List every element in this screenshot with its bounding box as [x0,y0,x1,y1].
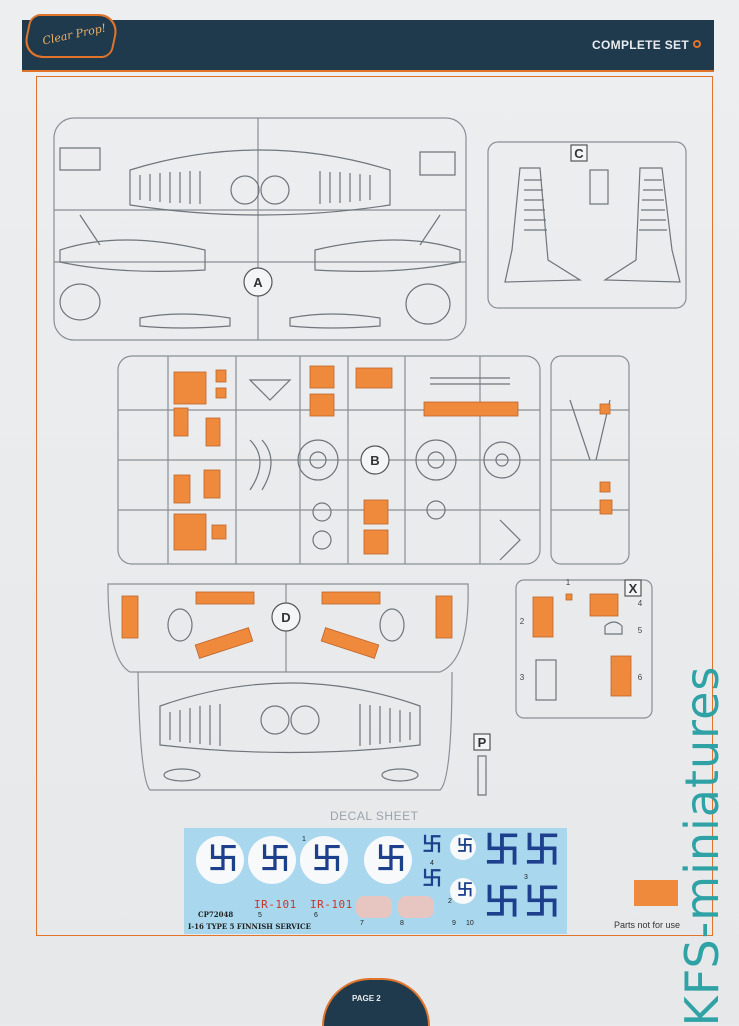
watermark-text: KFS-miniatures [675,665,729,1026]
swastika-icon: 卐 [312,842,342,877]
decal-registration: IR-101 [310,898,353,911]
page-title: COMPLETE SET [592,38,689,52]
decal-roundel: 卐 [196,836,244,884]
decal-number: 9 [452,920,456,927]
x-part-number: 5 [638,626,643,635]
x-part-number: 4 [638,599,643,608]
sprue-a-fuselage-halves [59,214,461,272]
decal-small-tail-marking: 卐 [422,832,442,856]
sprue-label-d: D [281,610,290,625]
page-number: PAGE 2 [352,994,381,1003]
sprue-x-frame [515,579,653,719]
decal-sheet: 卐 卐 卐 卐 1 2 3 4 5 6 7 8 9 10 卐 卐 卐 卐 卐 卐… [184,828,567,934]
unused-parts-swatch [634,880,678,906]
content-frame [36,76,713,936]
sprue-label-p: P [478,735,487,750]
decal-roundel: 卐 [364,836,412,884]
decal-stencil-panel [356,896,392,918]
watermark: KFS-miniatures [675,666,729,1026]
sprue-label-a: A [253,275,263,290]
sprue-label-x: X [629,581,638,596]
swastika-icon: 卐 [457,836,474,855]
header-bar [22,20,714,72]
decal-roundel: 卐 [248,836,296,884]
decal-tail-marking: 卐 [524,882,561,923]
sprue-label-b: B [370,453,379,468]
x-part-number: 1 [566,578,571,587]
decal-number: 10 [466,920,474,927]
decal-number: 6 [314,912,318,919]
sprue-a-frame [53,117,467,341]
decal-number: 7 [360,920,364,927]
swastika-icon: 卐 [376,842,406,877]
sprue-a-lower-parts [59,147,456,329]
unused-parts-b [173,365,613,555]
decal-number: 8 [400,920,404,927]
swastika-icon: 卐 [457,880,474,899]
decal-stencil-panel [398,896,434,918]
sprue-label-c: C [574,146,584,161]
decal-tail-marking: 卐 [524,830,561,871]
decal-number: 3 [524,874,528,881]
decal-tail-marking: 卐 [484,882,521,923]
header-dot-icon [693,40,701,48]
decal-tail-marking: 卐 [484,830,521,871]
decal-product-code: CP72048 [198,910,234,919]
sprue-c-frame [487,141,687,309]
x-part-number: 2 [520,617,525,626]
swastika-icon: 卐 [208,842,238,877]
decal-number: 4 [430,860,434,867]
decal-roundel-small: 卐 [450,834,476,860]
decal-roundel: 卐 [300,836,348,884]
decal-number: 2 [448,898,452,905]
decal-registration: IR-101 [254,898,297,911]
decal-service-text: I-16 TYPE 5 FINNISH SERVICE [188,922,311,931]
decal-number: 1 [302,836,306,843]
swastika-icon: 卐 [260,842,290,877]
sprue-d-frame [107,583,469,673]
unused-parts-label: Parts not for use [614,920,681,930]
sprue-a-upper-wing [129,149,391,216]
unused-parts-d [121,591,453,659]
decal-roundel-small: 卐 [450,878,476,904]
decal-number: 5 [258,912,262,919]
decal-sheet-title: DECAL SHEET [330,809,419,823]
unused-parts-x [532,593,632,697]
x-part-number: 6 [638,673,643,682]
decal-small-tail-marking: 卐 [422,866,442,890]
x-part-number: 3 [520,673,525,682]
